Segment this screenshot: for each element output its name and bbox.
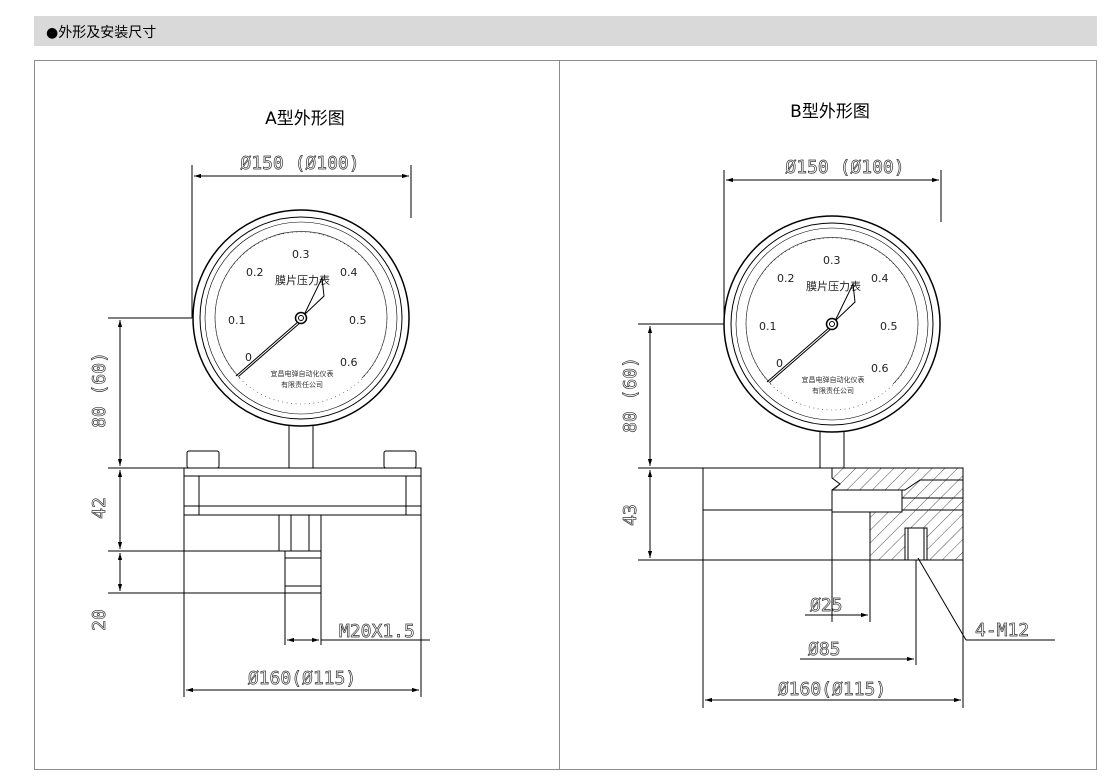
gauge-a-scale-3: 0.3	[292, 248, 310, 261]
gauge-b-scale-5: 0.5	[880, 320, 898, 333]
gauge-a-scale-1: 0.1	[228, 314, 246, 327]
gauge-b: 0 0.1 0.2 0.3 0.4 0.5 0.6 膜片压力表 宜昌电弹自动化仪…	[723, 215, 941, 433]
gauge-b-scale-3: 0.3	[823, 254, 841, 267]
gauge-a-scale-0: 0	[245, 351, 252, 364]
gauge-b-scale-6: 0.6	[871, 362, 889, 375]
gauge-a-label: 膜片压力表	[275, 273, 330, 287]
gauge-b-maker-2: 有限责任公司	[812, 386, 854, 395]
gauge-b-needle	[766, 282, 856, 383]
gauge-a-maker-1: 宜昌电弹自动化仪表	[271, 369, 334, 378]
dim-b-bolts	[917, 557, 1055, 641]
section-header: ●外形及安装尺寸	[34, 16, 1097, 46]
dim-a-left	[108, 317, 285, 594]
diagram-b: B型外形图 Ø150 (Ø100) 0 0.1 0.2 0.3 0.4 0.5 …	[620, 102, 1055, 708]
gauge-a-scale-2: 0.2	[246, 266, 264, 279]
gauge-b-scale-0: 0	[776, 357, 783, 370]
gauge-a-scale-5: 0.5	[349, 314, 367, 327]
dim-b-middle	[800, 560, 917, 665]
gauge-a-body	[183, 426, 422, 594]
diagram-a: A型外形图 Ø150 (Ø100) 0 0.1 0.2 0.3 0.4 0.5 …	[89, 109, 430, 697]
dim-a-bottom-label: Ø160(Ø115)	[248, 668, 356, 689]
dim-b-inner-label: Ø25	[810, 595, 843, 616]
gauge-a-maker-2: 有限责任公司	[281, 380, 323, 389]
section-title: ●外形及安装尺寸	[46, 25, 157, 41]
gauge-a-needle	[235, 276, 325, 377]
dim-b-left	[638, 323, 724, 561]
dim-b-flange-label: 43	[620, 504, 641, 526]
drawing-frame	[34, 60, 1097, 770]
diagram-a-title: A型外形图	[265, 109, 345, 129]
gauge-a-scale-6: 0.6	[340, 356, 358, 369]
dim-a-top	[191, 165, 412, 318]
dim-b-inner	[805, 512, 871, 622]
gauge-b-scale-1: 0.1	[759, 320, 777, 333]
panel-divider	[559, 60, 560, 770]
dim-b-top	[723, 170, 942, 324]
gauge-b-label: 膜片压力表	[806, 279, 861, 293]
dim-a-top-label: Ø150 (Ø100)	[240, 153, 359, 174]
dim-a-flange-label: 42	[89, 497, 110, 519]
gauge-b-scale-4: 0.4	[871, 272, 889, 285]
dim-b-bottom	[702, 560, 964, 708]
gauge-b-body	[702, 432, 964, 561]
gauge-a: 0 0.1 0.2 0.3 0.4 0.5 0.6 膜片压力表 宜昌电弹自动化仪…	[192, 209, 410, 427]
dim-a-bottom	[183, 515, 422, 697]
dim-b-top-label: Ø150 (Ø100)	[785, 157, 904, 178]
dim-a-connector-label: 20	[89, 609, 110, 631]
dim-a-height-label: 80 (60)	[89, 352, 110, 428]
gauge-b-maker-1: 宜昌电弹自动化仪表	[802, 375, 865, 384]
diagram-b-title: B型外形图	[790, 102, 870, 122]
dim-b-height-label: 80 (60)	[620, 357, 641, 433]
dim-b-middle-label: Ø85	[808, 639, 841, 660]
gauge-a-scale-4: 0.4	[340, 266, 358, 279]
dim-b-bolts-label: 4-M12	[975, 620, 1029, 641]
dim-b-bottom-label: Ø160(Ø115)	[778, 679, 886, 700]
gauge-b-scale-2: 0.2	[777, 272, 795, 285]
dim-a-thread-label: M20X1.5	[339, 621, 415, 642]
dim-a-thread	[284, 593, 430, 645]
